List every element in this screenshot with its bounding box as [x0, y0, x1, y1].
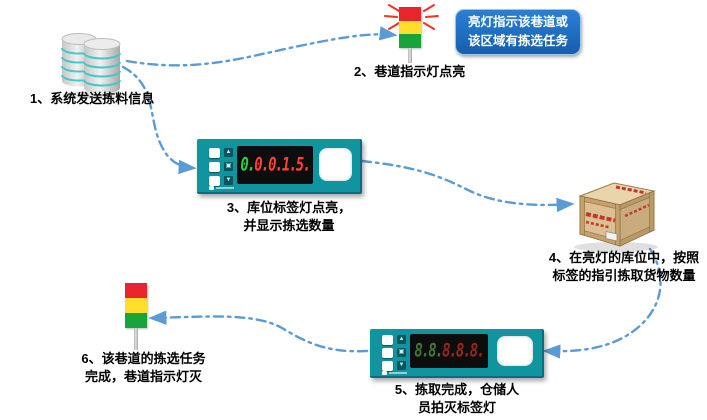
display-digit: 8.	[428, 340, 443, 362]
callout-line2: 该区域有拣选任务	[467, 34, 568, 48]
callout-line1: 亮灯指示该巷道或	[467, 15, 568, 29]
database-icon	[61, 33, 126, 99]
step2-label: 2、巷道指示灯点亮	[354, 64, 466, 79]
device-logo-mark	[216, 187, 234, 189]
display-digit: 8.	[455, 340, 471, 362]
menu-icon: ▣	[397, 348, 406, 357]
device-button	[382, 361, 393, 371]
callout-bubble: 亮灯指示该巷道或 该区域有拣选任务	[455, 9, 581, 55]
display-digit: 8.	[469, 340, 485, 362]
down-arrow-icon: ▼	[224, 176, 233, 185]
down-arrow-icon: ▼	[397, 361, 406, 370]
step4-line2: 标签的指引拣取货物数量	[552, 268, 696, 283]
traffic-light-pole	[134, 328, 138, 350]
traffic-green-lamp	[399, 34, 421, 48]
traffic-red-lamp	[399, 7, 421, 21]
flow-arrow-1-to-3	[121, 65, 197, 175]
confirm-button	[497, 336, 533, 366]
device-button	[209, 162, 220, 172]
traffic-light-pole	[408, 47, 412, 63]
step5-label: 5、拣取完成，仓储人 员拍灭标签灯	[382, 381, 532, 417]
up-arrow-icon: ▲	[224, 148, 233, 157]
step3-line1: 3、库位标签灯点亮，	[226, 200, 352, 215]
display-digit: 0.	[240, 154, 255, 176]
step6-line1: 6、该巷道的拣选任务	[81, 351, 206, 366]
aisle-light-off-icon	[125, 283, 147, 350]
traffic-yellow-lamp	[399, 20, 421, 34]
step6-label: 6、该巷道的拣选任务 完成，巷道指示灯灭	[66, 350, 221, 386]
display-digit: 0.	[268, 154, 283, 176]
device-button	[382, 335, 393, 345]
device-logo-mark	[389, 372, 407, 374]
step5-line1: 5、拣取完成，仓储人	[394, 382, 520, 397]
flow-arrow-3-to-4	[360, 159, 575, 213]
aisle-light-on-icon	[399, 7, 421, 63]
flow-arrow-5-to-6	[148, 310, 369, 353]
step3-line2: 并显示拣选数量	[243, 218, 335, 233]
crate-icon	[574, 182, 658, 252]
device-button	[382, 348, 393, 358]
traffic-green-lamp	[125, 313, 147, 328]
device-logo-mark	[209, 186, 214, 190]
step6-line2: 完成，巷道指示灯灭	[84, 369, 202, 384]
seven-segment-display: 0.0.0.1.5.	[237, 146, 313, 184]
pick-tag-device-off: ▲ ▣ ▼ 8.8.8.8.8.	[370, 329, 544, 378]
traffic-red-lamp	[125, 283, 147, 298]
confirm-button	[319, 148, 352, 181]
menu-icon: ▣	[224, 162, 233, 171]
step3-label: 3、库位标签灯点亮， 并显示拣选数量	[205, 199, 373, 235]
display-digit: 0.	[254, 154, 269, 176]
display-digit: 5.	[295, 154, 311, 176]
pick-tag-device-lit: ▲ ▣ ▼ 0.0.0.1.5.	[197, 139, 362, 194]
display-digit: 1.	[281, 154, 297, 176]
display-digit: 8.	[442, 340, 457, 362]
traffic-yellow-lamp	[125, 298, 147, 313]
step4-label: 4、在亮灯的库位中，按照 标签的指引拣取货物数量	[540, 249, 707, 285]
seven-segment-display: 8.8.8.8.8.	[410, 334, 488, 368]
device-logo-mark	[382, 371, 387, 375]
step4-line1: 4、在亮灯的库位中，按照	[548, 250, 700, 265]
step1-label: 1、系统发送拣料信息	[30, 91, 155, 106]
up-arrow-icon: ▲	[397, 335, 406, 344]
step5-line2: 员拍灭标签灯	[417, 400, 496, 415]
display-digit: 8.	[414, 340, 429, 362]
device-button	[209, 148, 220, 158]
device-button	[209, 176, 220, 186]
flow-arrow-1-to-2	[125, 26, 398, 67]
